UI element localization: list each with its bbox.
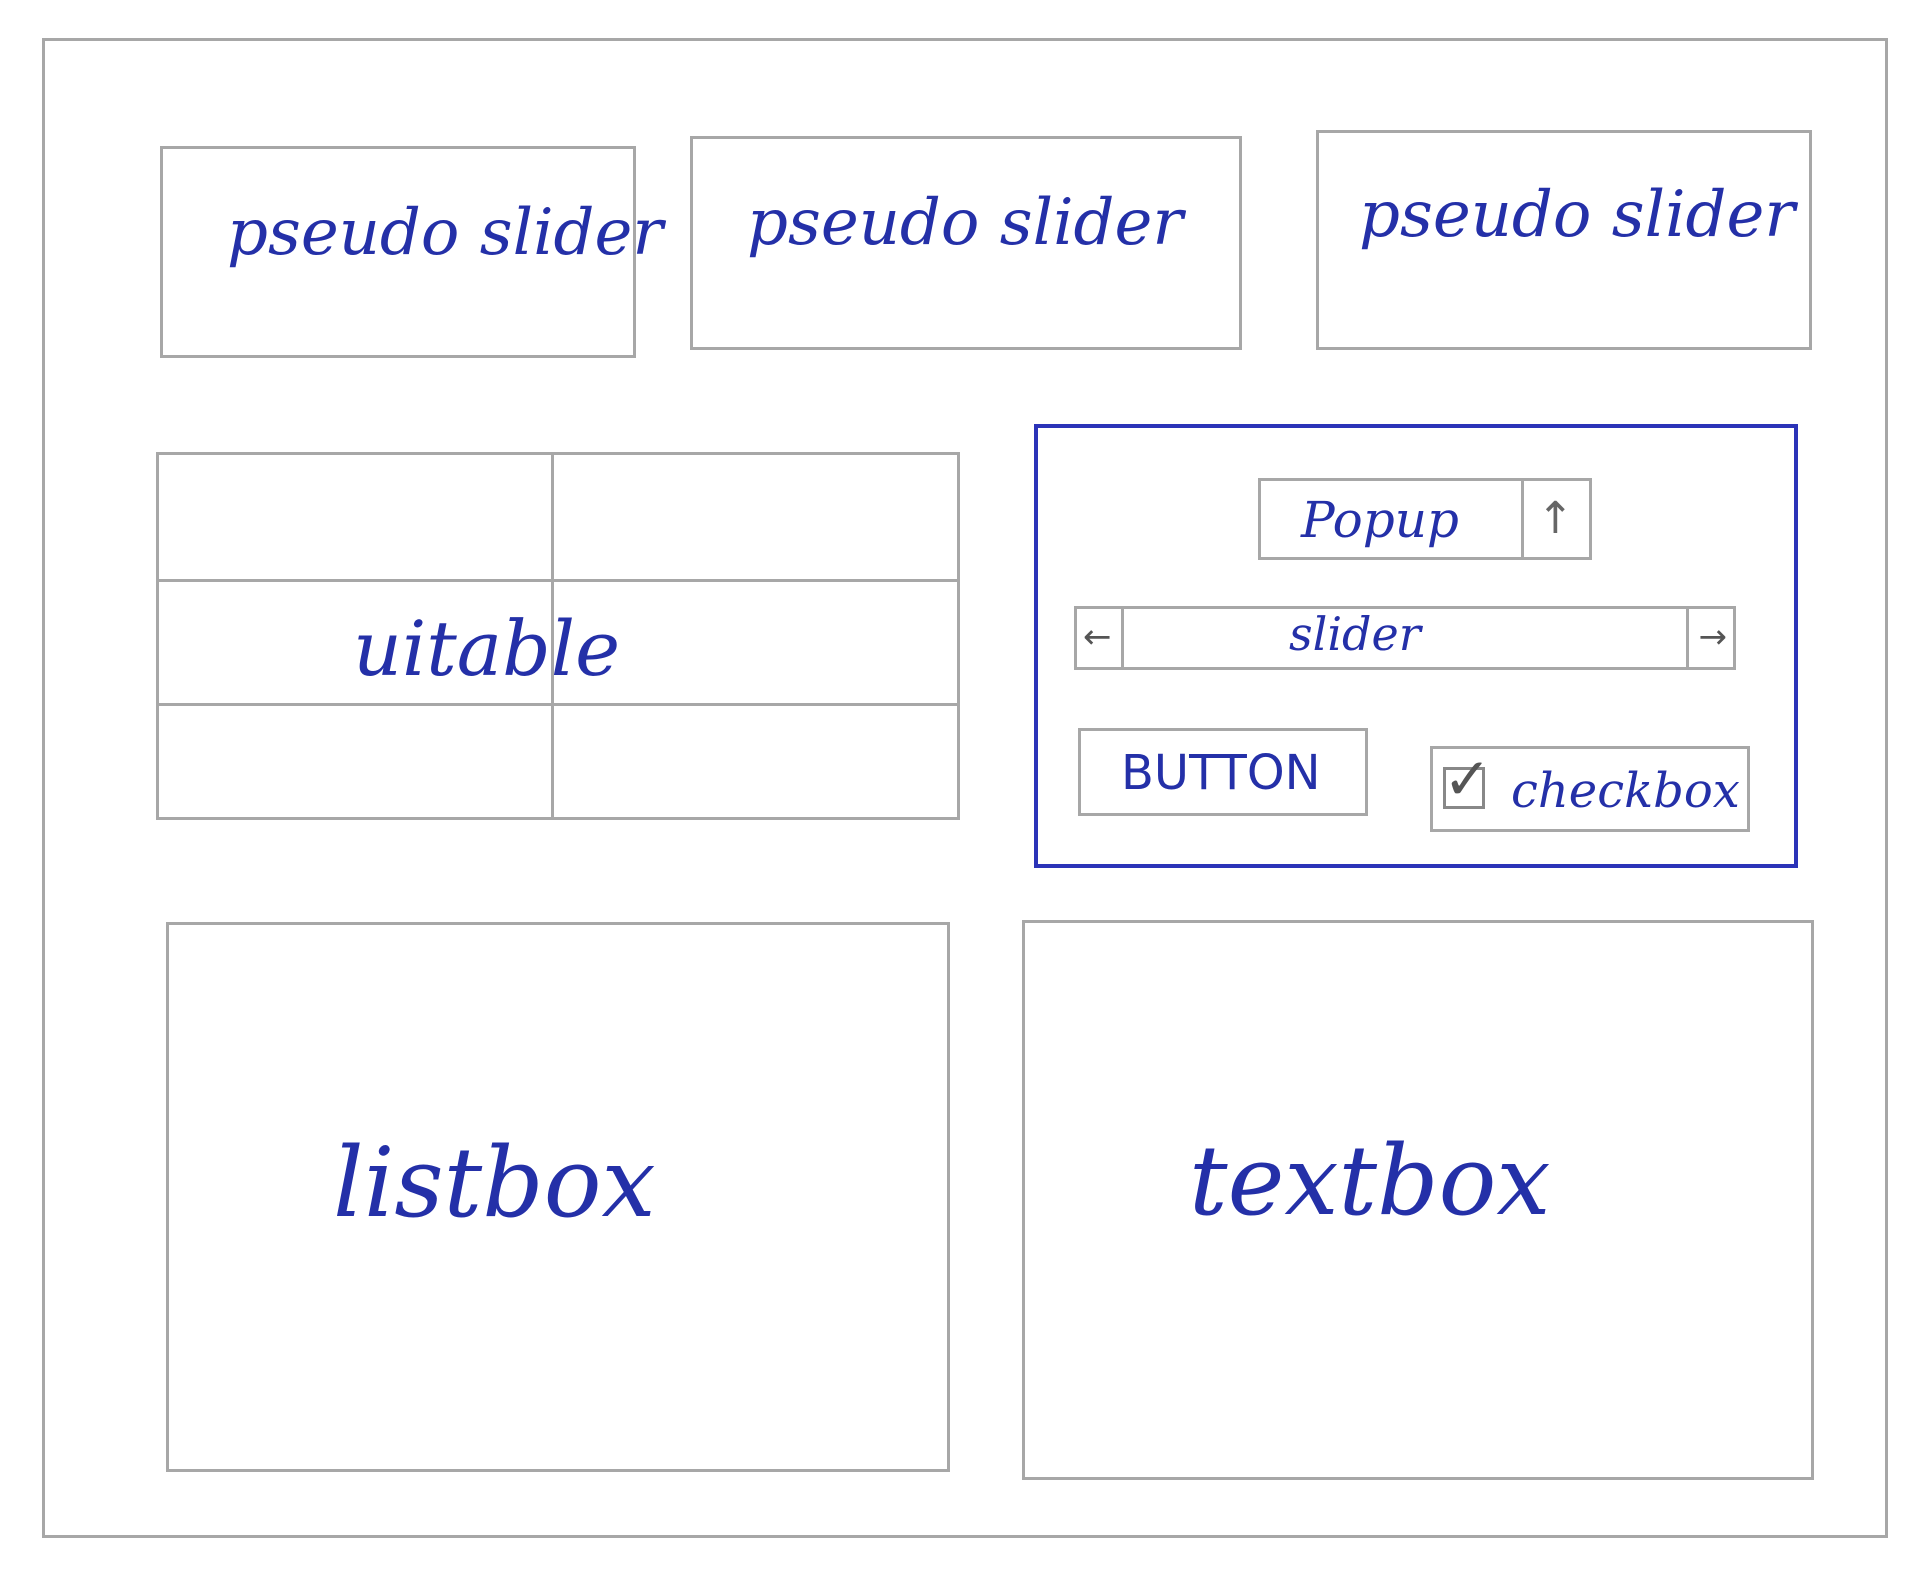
slider[interactable]: ← slider → [1074, 606, 1736, 670]
popup-menu[interactable]: Popup ↑ [1258, 478, 1592, 560]
uitable[interactable]: uitable [156, 452, 960, 820]
listbox-label: listbox [333, 1127, 656, 1239]
pseudo-slider-1-label: pseudo slider [227, 196, 663, 270]
popup-arrow-divider [1521, 481, 1524, 557]
main-window-frame [42, 38, 1888, 1538]
pseudo-slider-2-label: pseudo slider [747, 186, 1183, 260]
checkbox-square[interactable] [1443, 767, 1485, 809]
popup-label: Popup [1301, 491, 1459, 549]
control-panel: Popup ↑ ← slider → BUTTON ✓ checkbox [1034, 424, 1798, 868]
popup-arrow-icon[interactable]: ↑ [1537, 493, 1574, 544]
slider-right-arrow-icon[interactable]: → [1698, 617, 1728, 657]
slider-left-divider [1121, 609, 1124, 667]
uitable-label: uitable [353, 604, 621, 693]
listbox[interactable]: listbox [166, 922, 950, 1472]
slider-label: slider [1289, 607, 1421, 661]
checkbox-check-icon: ✓ [1443, 745, 1492, 813]
pseudo-slider-1[interactable]: pseudo slider [160, 146, 663, 358]
textbox-label: textbox [1189, 1125, 1551, 1237]
slider-right-divider [1686, 609, 1689, 667]
uitable-row-divider-1 [159, 579, 957, 582]
slider-left-arrow-icon[interactable]: ← [1083, 617, 1112, 657]
pseudo-slider-3[interactable]: pseudo slider [1316, 130, 1812, 350]
checkbox-control[interactable]: ✓ checkbox [1430, 745, 1750, 832]
pseudo-slider-2[interactable]: pseudo slider [690, 136, 1242, 350]
pseudo-slider-3-label: pseudo slider [1359, 178, 1795, 252]
checkbox-label: checkbox [1511, 763, 1740, 819]
uitable-row-divider-2 [159, 703, 957, 706]
textbox[interactable]: textbox [1022, 920, 1814, 1480]
uitable-column-divider [551, 455, 554, 817]
push-button-label: BUTTON [1121, 745, 1321, 801]
push-button[interactable]: BUTTON [1078, 728, 1368, 816]
